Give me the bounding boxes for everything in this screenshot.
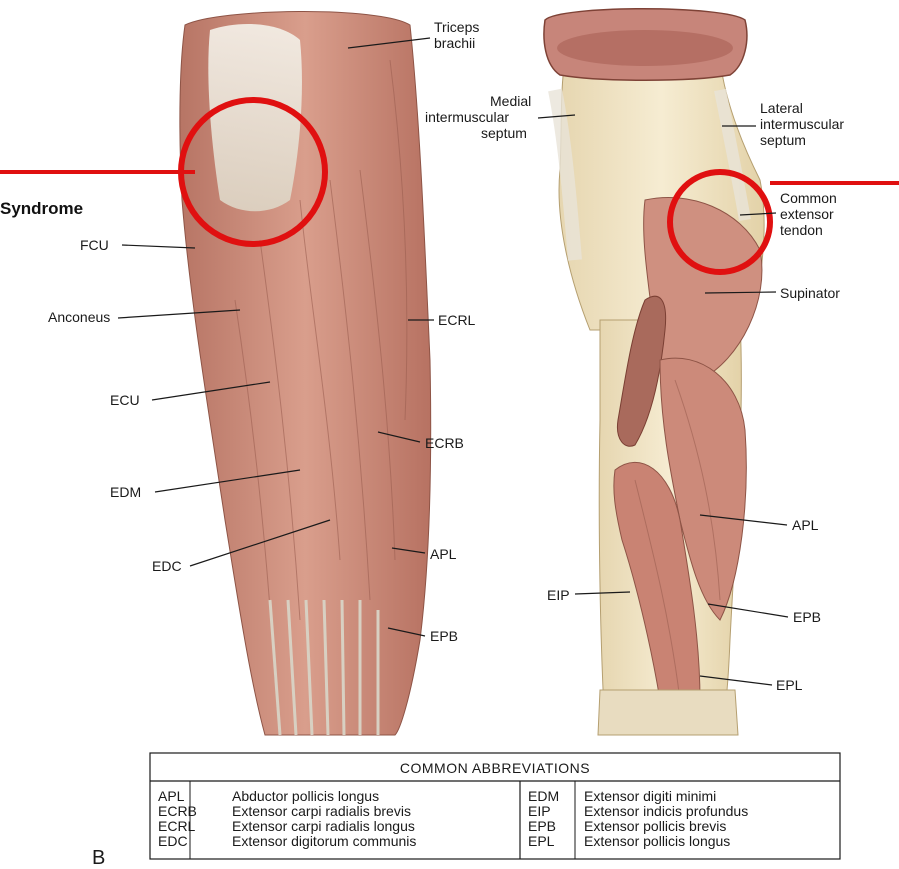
label-fcu: FCU (80, 237, 109, 253)
label-apl-left: APL (430, 546, 457, 562)
label-lateral-line3: septum (760, 132, 806, 148)
label-apl-right: APL (792, 517, 819, 533)
syndrome-label: Syndrome (0, 199, 83, 218)
label-triceps-line1: Triceps (434, 19, 479, 35)
table-left-abbr-2: ECRB (158, 803, 197, 819)
label-edc: EDC (152, 558, 182, 574)
label-common-line3: tendon (780, 222, 823, 238)
table-right-abbr-2: EIP (528, 803, 551, 819)
label-medial-line1: Medial (490, 93, 531, 109)
label-ecu: ECU (110, 392, 140, 408)
label-lateral-line1: Lateral (760, 100, 803, 116)
table-right-abbr-3: EPB (528, 818, 556, 834)
wrist-bones (598, 690, 738, 735)
table-right-abbr-1: EDM (528, 788, 559, 804)
label-edm: EDM (110, 484, 141, 500)
table-right-full-4: Extensor pollicis longus (584, 833, 730, 849)
label-epb-left: EPB (430, 628, 458, 644)
figure-letter: B (92, 847, 105, 869)
label-lateral-line2: intermuscular (760, 116, 844, 132)
table-right-full-1: Extensor digiti minimi (584, 788, 716, 804)
label-anconeus: Anconeus (48, 309, 110, 325)
label-common-line1: Common (780, 190, 837, 206)
label-supinator: Supinator (780, 285, 840, 301)
label-medial-line3: septum (481, 125, 527, 141)
table-left-abbr-3: ECRL (158, 818, 196, 834)
table-right-full-2: Extensor indicis profundus (584, 803, 748, 819)
table-left-abbr-1: APL (158, 788, 185, 804)
label-ecrb: ECRB (425, 435, 464, 451)
label-ecrl: ECRL (438, 312, 476, 328)
label-triceps-line2: brachii (434, 35, 475, 51)
table-right-abbr-4: EPL (528, 833, 555, 849)
table-left-full-2: Extensor carpi radialis brevis (232, 803, 411, 819)
triceps-tendon-area (208, 24, 302, 211)
table-right-full-3: Extensor pollicis brevis (584, 818, 726, 834)
table-left-full-3: Extensor carpi radialis longus (232, 818, 415, 834)
abbreviation-table: COMMON ABBREVIATIONS APL ECRB ECRL EDC A… (150, 753, 840, 859)
table-left-full-1: Abductor pollicis longus (232, 788, 379, 804)
label-eip: EIP (547, 587, 570, 603)
label-epl: EPL (776, 677, 803, 693)
deep-forearm-illustration (544, 9, 764, 735)
label-common-line2: extensor (780, 206, 834, 222)
label-epb-right: EPB (793, 609, 821, 625)
label-medial-line2: intermuscular (425, 109, 509, 125)
table-left-full-4: Extensor digitorum communis (232, 833, 416, 849)
table-left-abbr-4: EDC (158, 833, 188, 849)
table-title: COMMON ABBREVIATIONS (400, 760, 590, 776)
